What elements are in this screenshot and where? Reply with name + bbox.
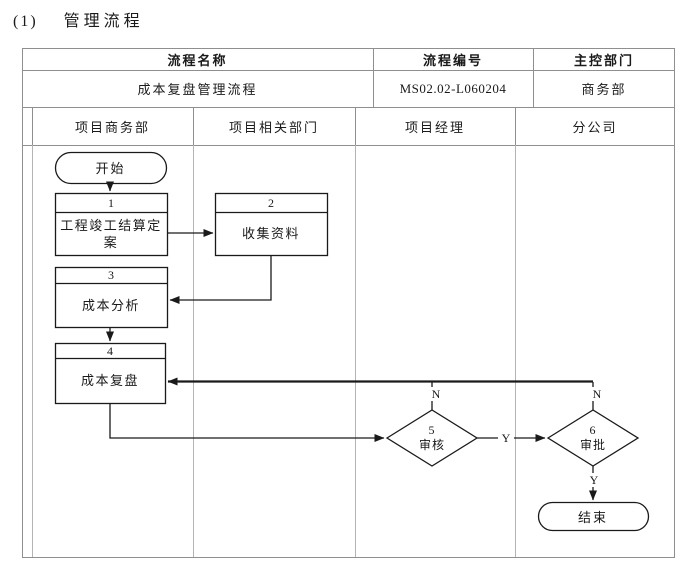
connector-step2-to-step3	[169, 255, 272, 304]
lane-border	[355, 145, 356, 557]
table-border	[22, 557, 675, 558]
end-shape	[537, 501, 650, 532]
step3-label: 成本分析	[81, 297, 140, 313]
decision6-shape	[546, 409, 640, 467]
lane-header-project-commerce: 项目商务部	[74, 119, 150, 135]
table-border	[193, 107, 194, 145]
table-border	[674, 48, 675, 558]
lane-border	[515, 145, 516, 557]
step3-shape	[54, 266, 169, 329]
lane-header-related-depts: 项目相关部门	[228, 119, 319, 135]
step3-number: 3	[108, 268, 114, 282]
step1-number: 1	[108, 195, 114, 210]
step1-label: 工程竣工结算定案	[60, 217, 162, 250]
decision5-number: 5	[428, 423, 436, 437]
step4-label: 成本复盘	[80, 373, 139, 388]
table-border	[22, 48, 675, 49]
table-border	[22, 107, 675, 108]
title-number: (1)	[13, 13, 38, 30]
table-border	[355, 107, 356, 145]
connector-step4-to-decision5	[109, 403, 385, 442]
value-owner-dept: 商务部	[581, 82, 627, 97]
decision6-no-label: N	[589, 387, 605, 401]
value-process-name: 成本复盘管理流程	[137, 82, 258, 97]
decision5-no-label: N	[428, 387, 444, 401]
start-label: 开始	[95, 161, 126, 176]
title-text: 管理流程	[63, 13, 144, 30]
lane-header-project-manager: 项目经理	[404, 119, 465, 135]
decision6-number: 6	[589, 423, 597, 437]
table-border	[22, 70, 675, 71]
step2-label: 收集资料	[241, 226, 300, 241]
value-process-code: MS02.02-L060204	[399, 80, 507, 96]
table-border	[22, 145, 675, 146]
header-process-name: 流程名称	[167, 52, 228, 68]
step4-number: 4	[107, 343, 113, 358]
decision6-text: 审批	[579, 438, 606, 452]
lane-border	[32, 145, 33, 557]
decision6-yes-label: Y	[586, 473, 602, 487]
table-border	[373, 48, 374, 107]
table-border	[22, 48, 23, 558]
header-process-code: 流程编号	[422, 52, 483, 68]
decision5-text: 审核	[418, 438, 445, 452]
decision5-yes-label: Y	[498, 431, 514, 445]
page-title: (1) 管理流程	[13, 7, 144, 31]
step1-shape	[54, 192, 169, 257]
step2-number: 2	[268, 195, 274, 210]
table-border	[515, 107, 516, 145]
end-label: 结束	[577, 509, 608, 525]
table-border	[32, 107, 33, 145]
lane-border	[193, 145, 194, 557]
decision6-label: 6 审批	[549, 412, 637, 464]
lane-header-branch-company: 分公司	[572, 119, 618, 135]
decision5-label: 5 审核	[388, 412, 476, 464]
table-border	[533, 48, 534, 107]
header-owner-dept: 主控部门	[573, 52, 634, 68]
